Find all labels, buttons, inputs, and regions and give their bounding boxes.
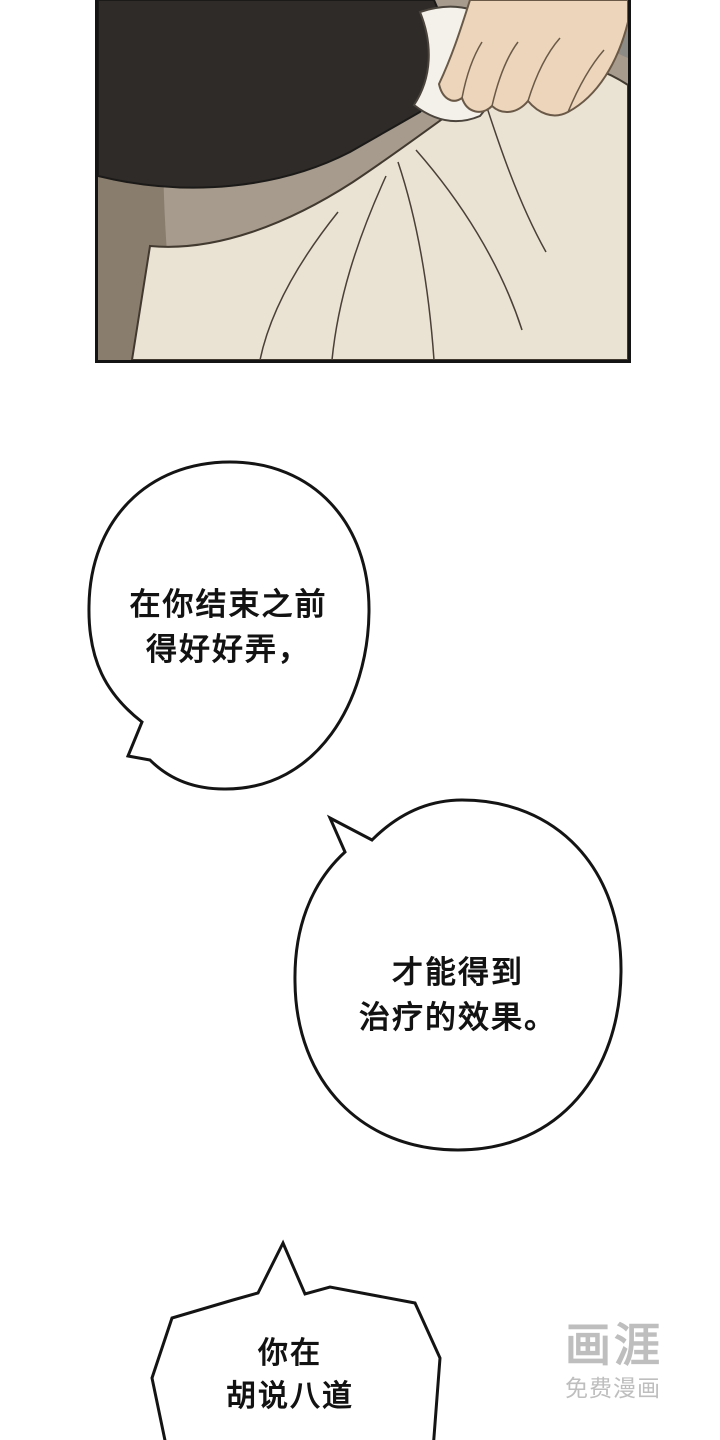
bubble-line: 胡说八道 xyxy=(226,1380,354,1413)
bubble-line: 治疗的效果。 xyxy=(359,1000,557,1035)
speech-bubble-2-text: 才能得到 治疗的效果。 xyxy=(295,950,621,1040)
finger-lines xyxy=(461,37,605,113)
bubble-line: 你在 xyxy=(258,1337,322,1370)
watermark-logo: 画涯 xyxy=(565,1318,663,1372)
bubble-line: 才能得到 xyxy=(392,955,524,990)
panel-artwork xyxy=(98,0,628,360)
comic-panel xyxy=(95,0,631,363)
bubble-line: 在你结束之前 xyxy=(129,587,328,622)
bubble-line: 得好好弄， xyxy=(146,632,311,667)
hand-shape xyxy=(437,0,628,117)
speech-bubble-1-text: 在你结束之前 得好好弄， xyxy=(88,582,369,672)
watermark-subtitle: 免费漫画 xyxy=(565,1375,661,1401)
speech-bubble-3-text: 你在 胡说八道 xyxy=(157,1332,423,1418)
garment-folds xyxy=(259,91,547,360)
watermark: 画涯 免费漫画 xyxy=(565,1318,685,1402)
